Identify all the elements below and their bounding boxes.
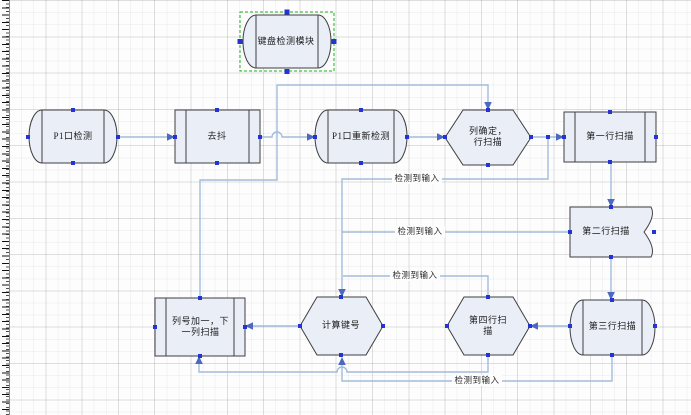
arrowhead <box>338 357 346 365</box>
arrowhead <box>167 133 175 141</box>
node-p1-port-redetect[interactable] <box>314 109 408 164</box>
arrowhead <box>530 322 538 330</box>
arrowhead <box>607 292 615 300</box>
node-row2-scan[interactable] <box>569 206 653 258</box>
arrowhead <box>484 102 492 110</box>
arrowhead <box>307 133 315 141</box>
arrowhead <box>195 356 203 364</box>
connector-debounce-to-redetect[interactable] <box>260 131 307 138</box>
node-row3-scan[interactable] <box>569 299 656 356</box>
node-row4-scan[interactable] <box>446 296 531 356</box>
node-column-increment[interactable] <box>154 297 246 357</box>
edge-label-detect-input-2: 检测到输入 <box>395 226 445 237</box>
arrowhead <box>338 289 346 297</box>
node-row1-scan[interactable] <box>563 111 657 163</box>
arrowhead <box>245 322 253 330</box>
node-p1-port-detect[interactable] <box>28 109 118 164</box>
node-column-determine[interactable] <box>444 109 532 166</box>
arrowhead <box>607 199 615 207</box>
connector-detect1-to-calc[interactable] <box>341 137 549 289</box>
arrowhead <box>556 133 564 141</box>
connector-increment-to-column[interactable] <box>199 84 489 298</box>
vertical-ruler <box>0 0 10 415</box>
edge-label-detect-input-4: 检测到输入 <box>452 375 502 386</box>
edge-label-detect-input-1: 检测到输入 <box>392 173 442 184</box>
arrowhead <box>437 133 445 141</box>
edge-label-detect-input-3: 检测到输入 <box>390 270 440 281</box>
node-calc-key-number[interactable] <box>299 296 384 356</box>
node-debounce[interactable] <box>174 109 261 164</box>
node-keyboard-module[interactable] <box>242 14 332 69</box>
